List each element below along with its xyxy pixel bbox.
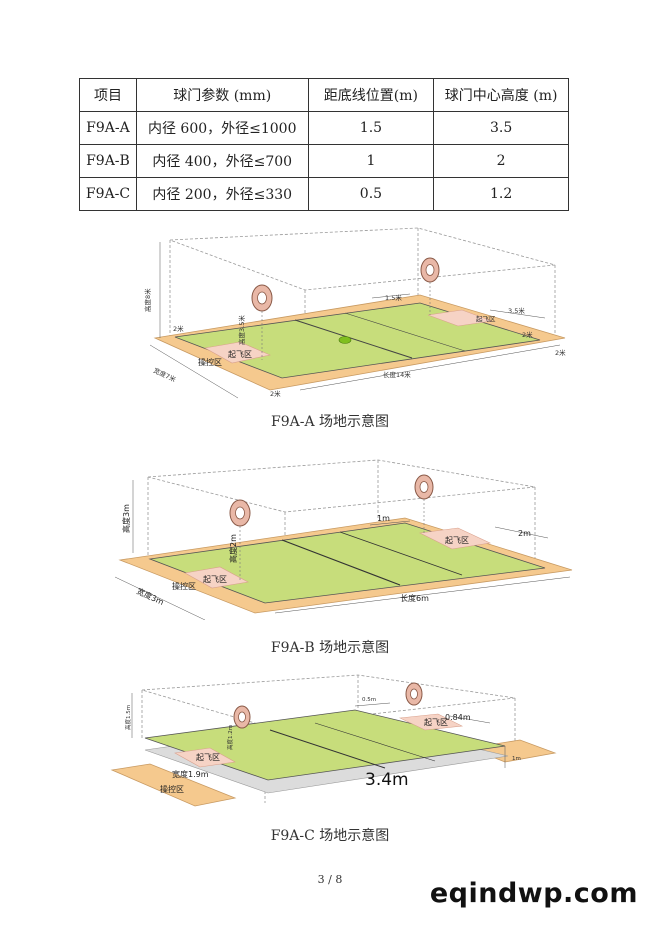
table-row: F9A-C 内径 200，外径≤330 0.5 1.2 xyxy=(79,177,569,211)
label-gate-pos-b: 1m xyxy=(377,514,390,523)
label-height-c: 高度1.5m xyxy=(124,705,132,730)
watermark-text: eqindwp.com xyxy=(429,878,638,909)
gate-ring-right-a xyxy=(420,257,440,315)
header-cell-height: 球门中心高度 (m) xyxy=(433,78,569,112)
takeoff-zone-left-b xyxy=(184,566,249,589)
field-diagram-b: 高度3m 高度2m 宽度3m 长度6m 1m 2m 起飞区 起飞区 操控区 xyxy=(114,459,573,620)
label-height-a: 高度8米 xyxy=(143,288,152,312)
takeoff-zone-right-b xyxy=(418,527,492,550)
label-height-b: 高度3m xyxy=(121,504,131,533)
table-header-row: 项目 球门参数 (mm) 距底线位置(m) 球门中心高度 (m) xyxy=(79,78,569,112)
label-zone-len-c: 0.84m xyxy=(445,713,471,722)
label-takeoff-right-a: 起飞区 xyxy=(476,315,496,323)
center-dot-a xyxy=(338,336,352,344)
label-width-b: 宽度3m xyxy=(135,586,166,607)
label-takeoff-a: 起飞区 xyxy=(228,350,252,359)
label-zone-len-b: 2m xyxy=(518,529,531,538)
label-gate-height-c: 高度1.2m xyxy=(226,725,234,750)
header-cell-item: 项目 xyxy=(79,78,137,112)
label-control-c: 操控区 xyxy=(160,784,184,794)
label-width-c: 宽度1.9m xyxy=(172,769,209,779)
gate-ring-left-a xyxy=(251,284,273,360)
label-length-a: 长度14米 xyxy=(383,370,411,379)
takeoff-zone-left-c xyxy=(174,747,236,768)
gate-ring-right-c xyxy=(405,682,423,706)
label-control-b: 操控区 xyxy=(172,581,196,591)
label-takeoff-b: 起飞区 xyxy=(203,575,227,584)
header-cell-gate: 球门参数 (mm) xyxy=(135,78,309,112)
label-left-margin-a: 2米 xyxy=(173,324,184,333)
label-right-bottom-a: 2米 xyxy=(522,330,533,339)
table-cell: F9A-C xyxy=(79,177,137,211)
field-diagram-c: 高度1.5m 高度1.2m 0.5m 1m 宽度1.9m 0.84m 起飞区 起… xyxy=(110,674,557,807)
caption-diagram-b: F9A-B 场地示意图 xyxy=(270,640,390,656)
header-cell-distance: 距底线位置(m) xyxy=(307,78,435,112)
gate-ring-right-b xyxy=(414,474,434,535)
label-takeoff-right-b: 起飞区 xyxy=(445,536,469,545)
label-gate-pos-a: 1.5米 xyxy=(385,293,402,302)
caption-diagram-a: F9A-A 场地示意图 xyxy=(270,414,390,430)
label-side-height-c: 1m xyxy=(512,756,521,762)
table-cell: 内径 200，外径≤330 xyxy=(135,177,309,211)
caption-diagram-c: F9A-C 场地示意图 xyxy=(270,828,390,844)
table-cell: 1.5 xyxy=(307,111,435,145)
table-row: F9A-A 内径 600，外径≤1000 1.5 3.5 xyxy=(79,111,569,145)
takeoff-zone-right-c xyxy=(398,713,464,731)
takeoff-zone-left-a xyxy=(204,341,271,364)
takeoff-zone-right-a xyxy=(427,309,493,327)
table-cell: 1.2 xyxy=(433,177,569,211)
table-cell: 内径 400，外径≤700 xyxy=(135,144,309,178)
table-cell: 1 xyxy=(307,144,435,178)
page-number: 3 / 8 xyxy=(317,873,343,886)
gate-ring-left-b xyxy=(229,499,251,580)
table-cell: 3.5 xyxy=(433,111,569,145)
field-diagram-a: 高度8米 高度3.5米 2米 宽度7米 2米 长度14米 2米 2米 1.5米 … xyxy=(143,227,566,399)
label-takeoff-right-c: 起飞区 xyxy=(424,718,448,727)
label-zone-len-a: 3.5米 xyxy=(508,306,525,315)
table-cell: 0.5 xyxy=(307,177,435,211)
spec-table: 项目 球门参数 (mm) 距底线位置(m) 球门中心高度 (m) F9A-A 内… xyxy=(79,78,569,211)
table-cell: F9A-B xyxy=(79,144,137,178)
label-gate-height-a: 高度3.5米 xyxy=(237,315,246,345)
label-length-c: 3.4m xyxy=(365,770,409,790)
label-gate-pos-c: 0.5m xyxy=(362,697,376,703)
control-zone-c xyxy=(110,763,237,807)
label-bottom-margin-a: 2米 xyxy=(270,389,281,398)
label-right-margin-a: 2米 xyxy=(555,348,566,357)
label-takeoff-c: 起飞区 xyxy=(196,753,220,762)
gate-ring-left-c xyxy=(233,705,251,729)
table-cell: 2 xyxy=(433,144,569,178)
table-row: F9A-B 内径 400，外径≤700 1 2 xyxy=(79,144,569,178)
label-length-b: 长度6m xyxy=(400,593,429,603)
label-control-a: 操控区 xyxy=(198,357,222,367)
label-width-a: 宽度7米 xyxy=(152,366,178,384)
table-cell: 内径 600，外径≤1000 xyxy=(135,111,309,145)
table-cell: F9A-A xyxy=(79,111,137,145)
label-gate-height-b: 高度2m xyxy=(228,534,238,563)
